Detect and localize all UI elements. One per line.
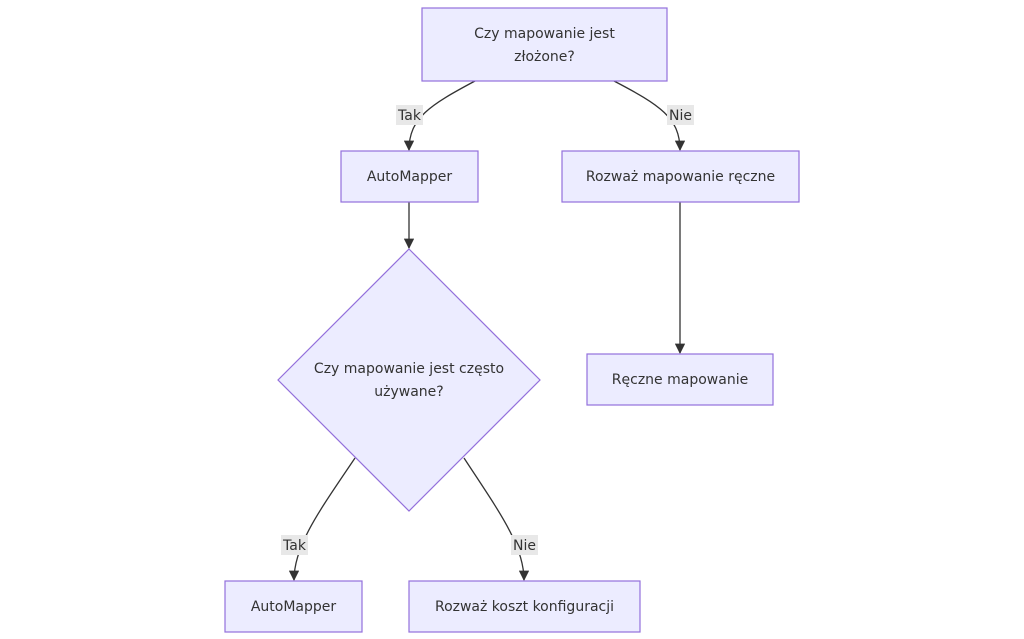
node-is-mapping-complex: Czy mapowanie jest złożone? (421, 7, 668, 82)
node-automapper-top: AutoMapper (340, 150, 479, 203)
edge-label-complex-yes: Tak (396, 105, 423, 125)
edge-complex-to-manual-consider (613, 80, 686, 152)
node-text-line: używane? (374, 384, 443, 400)
node-manual-mapping: Ręczne mapowanie (586, 353, 774, 406)
node-text: AutoMapper (367, 169, 453, 185)
edge-label-often-no: Nie (511, 535, 538, 555)
edge-label-text: Nie (669, 108, 692, 124)
edge-often-used-to-config-cost (463, 457, 530, 582)
node-text: AutoMapper (251, 599, 337, 615)
node-consider-config-cost: Rozważ koszt konfiguracji (408, 580, 641, 633)
node-is-mapping-often-used: Czy mapowanie jest często używane? (277, 248, 541, 512)
node-text: Ręczne mapowanie (612, 372, 748, 388)
node-text-line: Czy mapowanie jest (474, 26, 615, 42)
edge-label-often-yes: Tak (281, 535, 308, 555)
node-consider-manual-mapping: Rozważ mapowanie ręczne (561, 150, 800, 203)
edge-label-complex-no: Nie (667, 105, 694, 125)
node-text-line: Czy mapowanie jest często (314, 361, 504, 377)
node-automapper-bottom: AutoMapper (224, 580, 363, 633)
edge-label-text: Tak (282, 538, 307, 554)
edge-often-used-to-automapper (288, 457, 356, 582)
edge-label-text: Tak (397, 108, 422, 124)
edge-complex-to-automapper (403, 80, 476, 152)
node-text-line: złożone? (514, 49, 575, 65)
edge-label-text: Nie (513, 538, 536, 554)
node-text: Rozważ mapowanie ręczne (586, 169, 775, 185)
node-text: Rozważ koszt konfiguracji (435, 599, 614, 615)
